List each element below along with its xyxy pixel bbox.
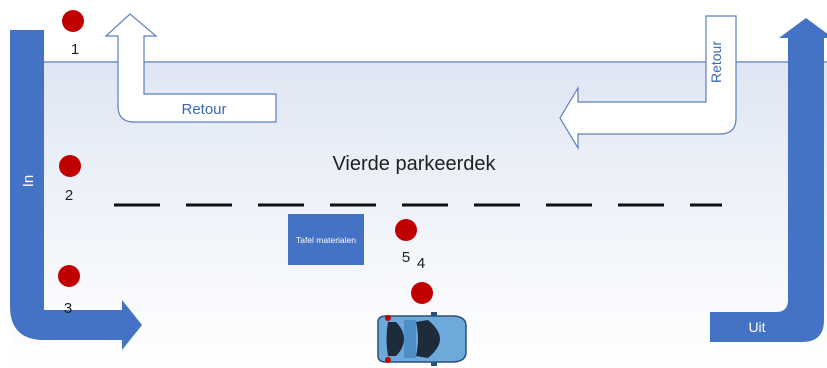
table-materials-box — [288, 214, 364, 265]
point-label: 5 — [402, 249, 410, 266]
retour-top-label: Retour — [181, 101, 226, 118]
uit-arrow — [710, 18, 827, 342]
point-marker — [59, 155, 81, 177]
retour-right-label: Retour — [708, 41, 724, 83]
uit-arrow-label: Uit — [748, 319, 765, 335]
car-icon — [377, 312, 467, 366]
table-materials-label: Tafel materialen — [296, 235, 356, 245]
point-marker — [411, 282, 433, 304]
deck-title: Vierde parkeerdek — [332, 153, 496, 175]
retour-right-arrow — [559, 15, 737, 151]
retour-top-arrow — [104, 13, 277, 123]
point-label: 1 — [71, 41, 79, 58]
point-marker — [395, 219, 417, 241]
in-arrow — [10, 30, 142, 350]
point-marker — [58, 265, 80, 287]
point-label: 2 — [65, 187, 73, 204]
point-marker — [62, 10, 84, 32]
point-label: 4 — [417, 255, 425, 272]
in-arrow-label: In — [20, 175, 37, 188]
point-label: 3 — [64, 300, 72, 317]
